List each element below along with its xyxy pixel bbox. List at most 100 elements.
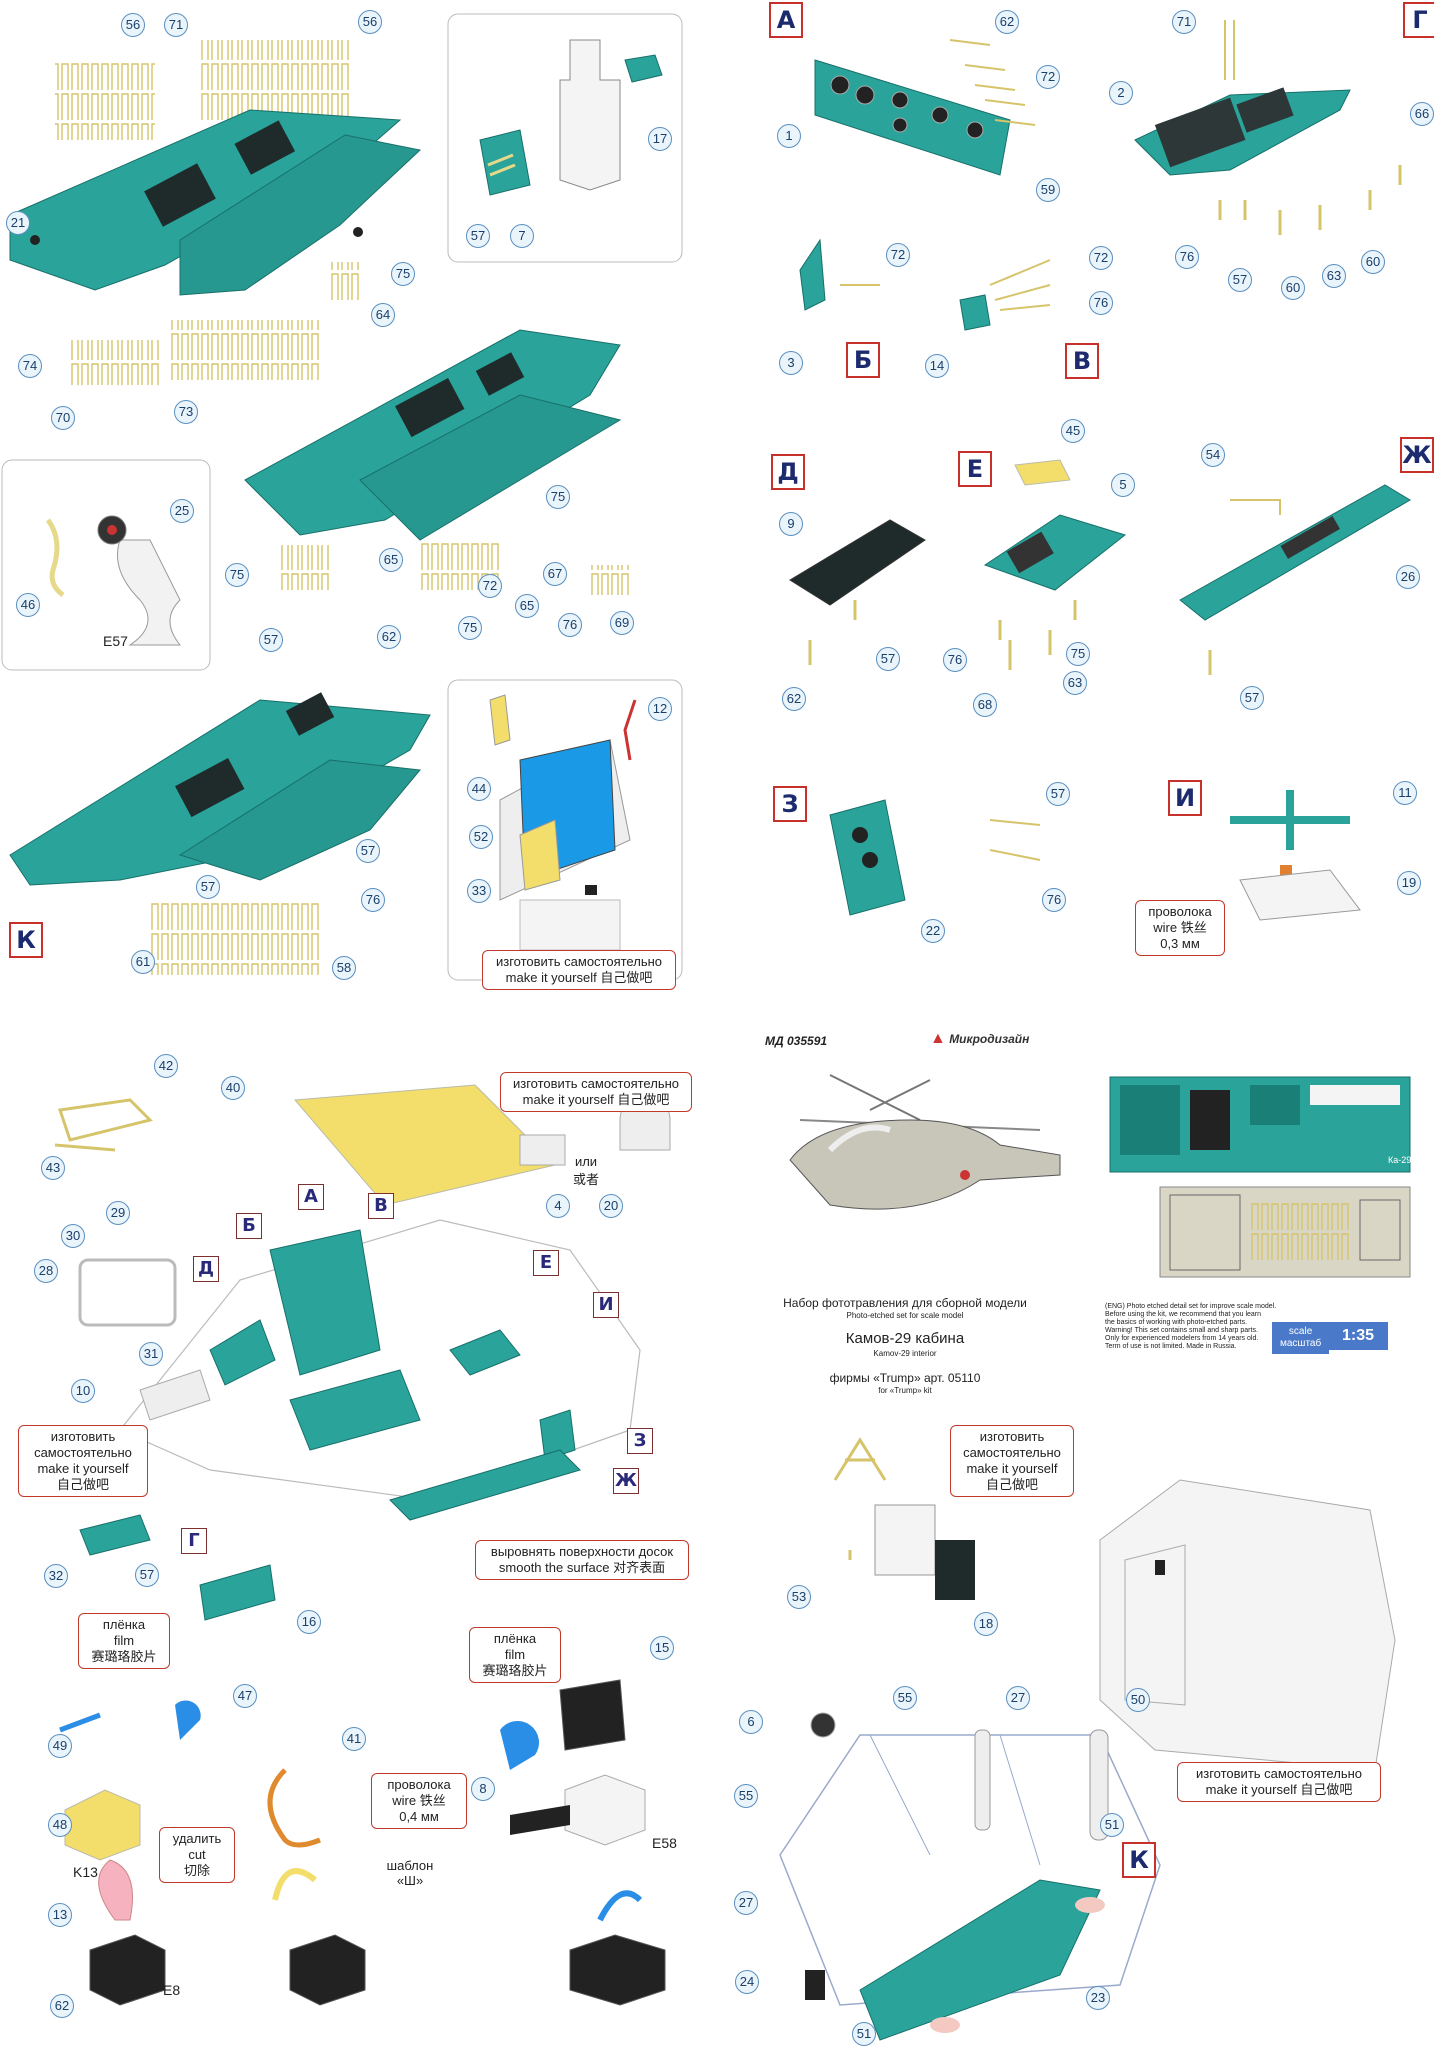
- part-number-12: 12: [648, 697, 672, 721]
- label-template: шаблон «Ш»: [386, 1858, 434, 1888]
- product-code: МД 035591: [765, 1034, 828, 1048]
- section-letter: В: [1065, 343, 1099, 379]
- callout-letter: Д: [193, 1256, 219, 1282]
- part-number-17: 17: [648, 127, 672, 151]
- part-number-57: 57: [876, 647, 900, 671]
- note-make-yourself-4: изготовить самостоятельно make it yourse…: [950, 1425, 1074, 1497]
- panel-v: [959, 259, 1051, 331]
- part-number-72: 72: [478, 574, 502, 598]
- part-number-57: 57: [135, 1563, 159, 1587]
- part-number-76: 76: [1175, 245, 1199, 269]
- part-number-62: 62: [50, 1994, 74, 2018]
- note-film-1: плёнка film 赛璐珞胶片: [78, 1613, 170, 1669]
- part-number-45: 45: [1061, 419, 1085, 443]
- part-number-53: 53: [787, 1585, 811, 1609]
- cockpit-lower-right: [779, 1712, 1161, 2041]
- part-number-13: 13: [48, 1903, 72, 1927]
- control-grip-e57: [45, 515, 182, 646]
- part-number-1: 1: [777, 124, 801, 148]
- panel-zh: [1179, 484, 1411, 675]
- part-number-58: 58: [332, 956, 356, 980]
- cockpit-shell-right: [833, 1437, 1396, 1771]
- part-number-7: 7: [510, 224, 534, 248]
- part-number-2: 2: [1109, 81, 1133, 105]
- part-number-57: 57: [259, 628, 283, 652]
- product-title-en: Kamov-29 interior: [873, 1349, 937, 1358]
- section-letter: К: [1122, 1842, 1156, 1878]
- fret-sheets: [1109, 1076, 1411, 1278]
- part-number-59: 59: [1036, 178, 1060, 202]
- part-number-44: 44: [467, 777, 491, 801]
- part-number-51: 51: [852, 2022, 876, 2046]
- helicopter-illustration: [789, 1074, 1061, 1210]
- callout-letter: А: [298, 1184, 324, 1210]
- part-number-46: 46: [16, 593, 40, 617]
- part-number-52: 52: [469, 825, 493, 849]
- callout-letter: Ж: [613, 1468, 639, 1494]
- note-make-yourself-1: изготовить самостоятельно make it yourse…: [482, 950, 676, 990]
- fret-label: Ка-29: [1388, 1155, 1412, 1165]
- part-number-57: 57: [1240, 686, 1264, 710]
- part-number-54: 54: [1201, 443, 1225, 467]
- part-number-76: 76: [943, 648, 967, 672]
- part-number-67: 67: [543, 562, 567, 586]
- part-number-72: 72: [886, 243, 910, 267]
- note-smooth-surface: выровнять поверхности досок smooth the s…: [475, 1540, 689, 1580]
- panel-z: [829, 799, 1041, 916]
- part-number-55: 55: [734, 1784, 758, 1808]
- part-number-3: 3: [779, 351, 803, 375]
- part-number-68: 68: [973, 693, 997, 717]
- part-number-66: 66: [1410, 102, 1434, 126]
- product-title: Камов-29 кабина: [845, 1330, 965, 1347]
- part-number-69: 69: [610, 611, 634, 635]
- part-number-73: 73: [174, 400, 198, 424]
- part-number-61: 61: [131, 950, 155, 974]
- part-number-76: 76: [558, 613, 582, 637]
- part-number-19: 19: [1397, 871, 1421, 895]
- part-number-48: 48: [48, 1813, 72, 1837]
- overhead-panel-assembled: [244, 329, 630, 595]
- brand-name: Микродизайн: [949, 1032, 1030, 1046]
- part-number-21: 21: [6, 211, 30, 235]
- callout-letter: Б: [236, 1213, 262, 1239]
- part-number-75: 75: [225, 563, 249, 587]
- part-number-76: 76: [1089, 291, 1113, 315]
- section-letter: Г: [1403, 2, 1434, 38]
- label-e8: E8: [163, 1982, 181, 1998]
- part-number-10: 10: [71, 1379, 95, 1403]
- windscreen-inset: [489, 694, 637, 951]
- part-number-26: 26: [1396, 565, 1420, 589]
- part-number-27: 27: [734, 1891, 758, 1915]
- part-number-50: 50: [1126, 1688, 1150, 1712]
- seat-assemblies: [59, 1679, 666, 2006]
- part-number-43: 43: [41, 1156, 65, 1180]
- part-number-70: 70: [51, 406, 75, 430]
- cockpit-overview: [54, 1084, 671, 1621]
- part-number-20: 20: [599, 1194, 623, 1218]
- product-line1-en: Photo-etched set for scale model: [846, 1311, 964, 1320]
- panel-d: [789, 519, 926, 665]
- part-number-57: 57: [1228, 268, 1252, 292]
- part-number-57: 57: [1046, 782, 1070, 806]
- part-number-60: 60: [1361, 250, 1385, 274]
- part-number-74: 74: [18, 354, 42, 378]
- note-make-yourself-5: изготовить самостоятельно make it yourse…: [1177, 1762, 1381, 1802]
- section-letter: Ж: [1400, 437, 1434, 473]
- note-cut: удалить cut 切除: [159, 1827, 235, 1883]
- brand-logo: ▲ Микродизайн: [930, 1030, 1029, 1048]
- section-letter: З: [773, 786, 807, 822]
- part-number-25: 25: [170, 499, 194, 523]
- product-line1: Набор фототравления для сборной модели: [783, 1296, 1027, 1310]
- section-letter: А: [769, 2, 803, 38]
- part-number-71: 71: [1172, 10, 1196, 34]
- part-number-9: 9: [779, 512, 803, 536]
- part-number-14: 14: [925, 354, 949, 378]
- section-letter: К: [9, 922, 43, 958]
- overhead-panel-k: [9, 692, 431, 975]
- part-number-40: 40: [221, 1076, 245, 1100]
- note-film-2: плёнка film 赛璐珞胶片: [469, 1627, 561, 1683]
- part-number-75: 75: [1066, 642, 1090, 666]
- note-wire-0-3: проволока wire 铁丝 0,3 мм: [1135, 900, 1225, 956]
- part-number-57: 57: [356, 839, 380, 863]
